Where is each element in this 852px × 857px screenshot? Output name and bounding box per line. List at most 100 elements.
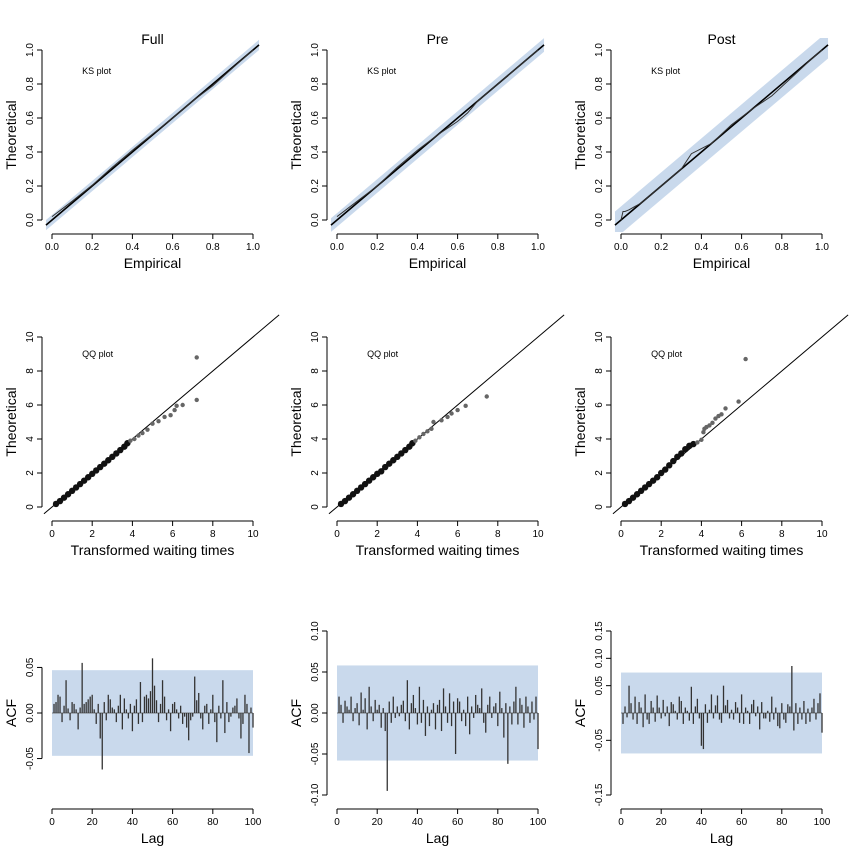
x-tick-label: 100: [245, 817, 262, 828]
x-tick-label: 0.6: [451, 242, 465, 253]
y-tick-label: 0.2: [594, 179, 605, 193]
y-tick-label: 0.0: [310, 213, 321, 227]
y-tick-label: 8: [310, 368, 321, 374]
y-tick-label: 4: [25, 436, 36, 442]
x-tick-label: 0: [618, 529, 624, 540]
x-axis-title: Empirical: [693, 255, 751, 271]
plot-area: [330, 38, 545, 232]
y-axis-title: Theoretical: [3, 100, 19, 169]
x-tick-label: 1.0: [815, 242, 829, 253]
y-tick-label: 0.4: [310, 145, 321, 159]
x-tick-label: 0.4: [410, 242, 424, 253]
y-tick-label: 0: [25, 504, 36, 510]
data-point: [723, 406, 728, 411]
data-point: [707, 423, 712, 428]
x-tick-label: 80: [492, 817, 504, 828]
plot-annotation: QQ plot: [82, 349, 114, 359]
y-tick-label: 0.15: [594, 621, 605, 641]
x-tick-label: 6: [739, 529, 745, 540]
reference-line: [45, 44, 260, 226]
y-tick-label: 0.0: [25, 213, 36, 227]
data-point: [445, 414, 450, 420]
data-point: [690, 440, 697, 448]
x-tick-label: 80: [207, 817, 219, 828]
x-tick-label: 40: [696, 817, 708, 828]
y-tick-label: 4: [310, 436, 321, 442]
y-tick-label: 2: [594, 470, 605, 476]
x-tick-label: 0.0: [330, 242, 344, 253]
plot-area: [614, 38, 829, 232]
y-tick-label: 0.00: [310, 703, 321, 723]
x-tick-label: 0.8: [491, 242, 505, 253]
x-tick-label: 10: [247, 529, 259, 540]
x-tick-label: 40: [127, 817, 139, 828]
y-tick-label: 0.6: [594, 111, 605, 125]
x-tick-label: 0.6: [735, 242, 749, 253]
data-point: [172, 407, 177, 413]
plot-area: [45, 39, 260, 231]
data-point: [653, 474, 661, 481]
data-point: [710, 420, 715, 426]
data-point: [699, 437, 704, 443]
y-tick-label: 6: [310, 402, 321, 408]
data-point: [484, 394, 489, 399]
y-tick-label: 0.2: [310, 179, 321, 193]
y-tick-label: 0.00: [25, 703, 36, 723]
data-point: [145, 427, 150, 432]
y-tick-label: 0.4: [594, 145, 605, 159]
data-point: [463, 403, 468, 409]
x-tick-label: 0.2: [85, 242, 99, 253]
y-tick-label: 2: [25, 470, 36, 476]
data-point: [378, 468, 385, 475]
x-tick-label: 1.0: [531, 242, 545, 253]
x-tick-label: 0.2: [654, 242, 668, 253]
x-axis-title: Transformed waiting times: [640, 542, 804, 558]
y-axis-title: Theoretical: [572, 387, 588, 456]
data-point: [662, 466, 669, 473]
y-axis-title: Theoretical: [572, 100, 588, 169]
y-tick-label: -0.05: [310, 742, 321, 765]
panel-title: Full: [141, 31, 164, 47]
plot-annotation: QQ plot: [367, 349, 399, 359]
x-tick-label: 6: [455, 529, 461, 540]
y-tick-label: 0.10: [594, 648, 605, 668]
panel-title: Pre: [427, 31, 449, 47]
y-tick-label: 0.05: [25, 657, 36, 677]
data-point: [128, 438, 133, 443]
y-axis-title: ACF: [572, 699, 588, 727]
y-tick-label: 0.6: [310, 111, 321, 125]
y-tick-label: 0: [310, 504, 321, 510]
y-axis-title: Theoretical: [3, 387, 19, 456]
data-point: [194, 397, 199, 403]
data-point: [719, 412, 724, 417]
y-tick-label: 0.6: [25, 111, 36, 125]
y-axis-title: Theoretical: [288, 387, 304, 456]
x-tick-label: 0.4: [125, 242, 139, 253]
data-point: [670, 457, 677, 465]
data-point: [180, 402, 185, 408]
data-point: [743, 356, 748, 362]
data-point: [162, 414, 167, 420]
x-axis-title: Transformed waiting times: [356, 542, 520, 558]
x-tick-label: 8: [210, 529, 216, 540]
y-tick-label: 8: [594, 368, 605, 374]
x-tick-label: 0: [49, 529, 55, 540]
y-tick-label: 1.0: [594, 43, 605, 57]
data-point: [678, 450, 685, 457]
x-tick-label: 0.2: [370, 242, 384, 253]
y-tick-label: 6: [25, 402, 36, 408]
data-point: [168, 413, 173, 418]
plot-annotation: KS plot: [651, 66, 681, 76]
x-tick-label: 1.0: [246, 242, 260, 253]
plot-annotation: KS plot: [82, 66, 112, 76]
ks-curve: [620, 49, 823, 221]
ks-curve: [51, 49, 254, 217]
x-tick-label: 40: [412, 817, 424, 828]
